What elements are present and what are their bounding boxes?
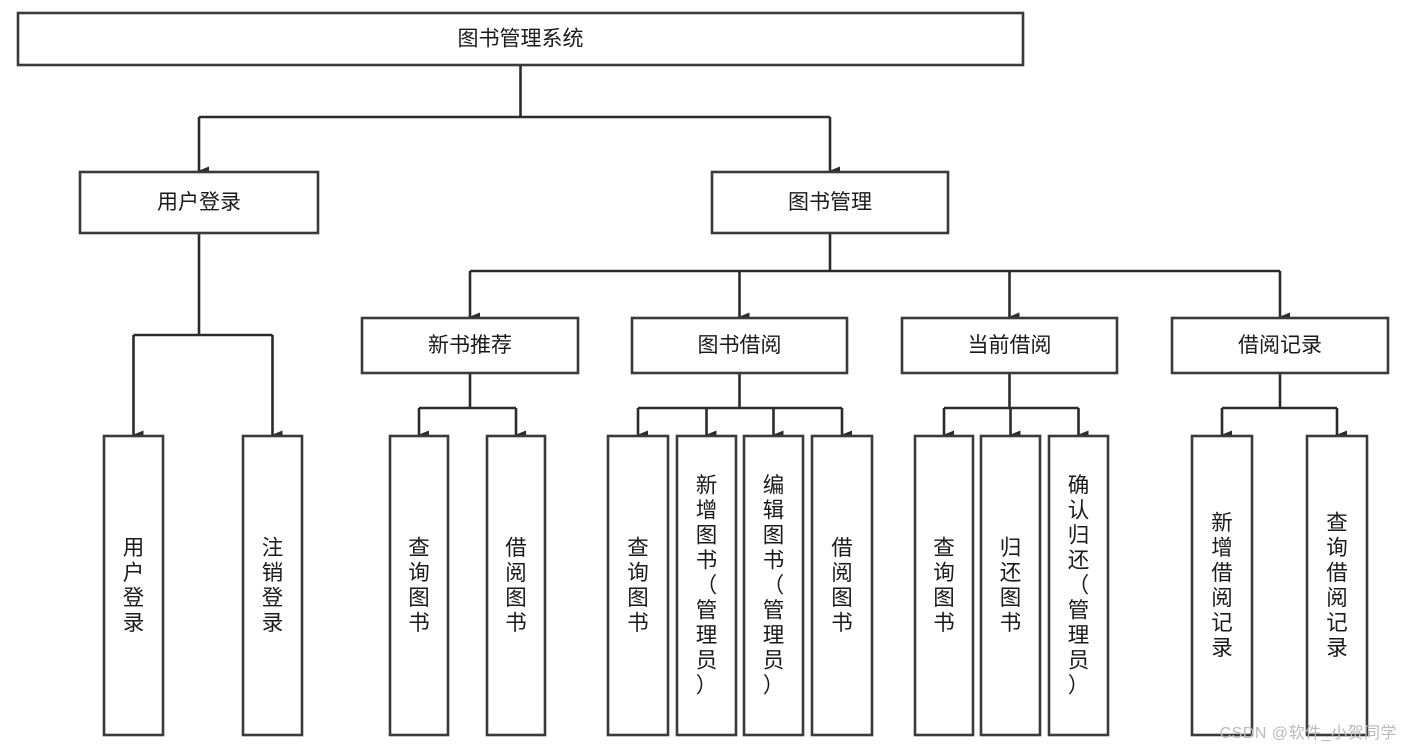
node-leaf-query-record[interactable]: 查询借阅记录: [1305, 434, 1369, 737]
node-leaf-edit-book[interactable]: 编辑图书（管理员）: [742, 434, 805, 737]
node-leaf-add-record[interactable]: 新增借阅记录: [1190, 434, 1254, 737]
node-label: 查询图书: [933, 536, 955, 635]
node-label: 确认归还（管理员）: [1068, 474, 1090, 698]
node-label: 注销登录: [262, 536, 284, 635]
node-box: [810, 434, 874, 737]
node-leaf-logout[interactable]: 注销登录: [241, 434, 304, 737]
node-box: [1170, 316, 1390, 375]
node-label: 图书管理系统: [458, 28, 584, 51]
node-leaf-query-book-3[interactable]: 查询图书: [913, 434, 975, 737]
node-box: [742, 434, 805, 737]
node-box: [710, 170, 950, 235]
node-label: 编辑图书（管理员）: [763, 474, 785, 698]
node-leaf-confirm-return[interactable]: 确认归还（管理员）: [1047, 434, 1110, 737]
node-current-borrow[interactable]: 当前借阅: [900, 316, 1119, 375]
node-label: 借阅图书: [831, 536, 853, 635]
node-label: 用户登录: [157, 191, 241, 214]
node-box: [1305, 434, 1369, 737]
node-label: 归还图书: [1000, 536, 1022, 635]
node-box: [102, 434, 165, 737]
node-box: [606, 434, 670, 737]
node-label: 查询借阅记录: [1326, 511, 1348, 660]
node-box: [485, 434, 547, 737]
node-label: 新增借阅记录: [1211, 511, 1233, 660]
node-label: 图书借阅: [698, 334, 782, 357]
node-root[interactable]: 图书管理系统: [16, 11, 1025, 67]
node-box: [979, 434, 1042, 737]
node-leaf-borrow-book-1[interactable]: 借阅图书: [485, 434, 547, 737]
node-leaf-add-book[interactable]: 新增图书（管理员）: [675, 434, 738, 737]
node-box: [1047, 434, 1110, 737]
node-box: [630, 316, 849, 375]
node-box: [675, 434, 738, 737]
node-book-manage[interactable]: 图书管理: [710, 170, 950, 235]
node-leaf-return-book[interactable]: 归还图书: [979, 434, 1042, 737]
node-label: 图书管理: [788, 191, 872, 214]
node-box: [360, 316, 580, 375]
node-label: 新增图书（管理员）: [696, 474, 718, 698]
node-label: 借阅记录: [1238, 334, 1322, 357]
node-box: [913, 434, 975, 737]
node-user-login[interactable]: 用户登录: [78, 170, 320, 235]
node-box: [16, 11, 1025, 67]
node-label: 新书推荐: [428, 334, 512, 357]
node-leaf-query-book-2[interactable]: 查询图书: [606, 434, 670, 737]
node-leaf-query-book-1[interactable]: 查询图书: [388, 434, 450, 737]
node-layer: 图书管理系统用户登录图书管理新书推荐图书借阅当前借阅借阅记录用户登录注销登录查询…: [16, 11, 1390, 737]
node-box: [900, 316, 1119, 375]
node-borrow-record[interactable]: 借阅记录: [1170, 316, 1390, 375]
node-label: 用户登录: [123, 536, 145, 635]
node-box: [78, 170, 320, 235]
node-book-borrow[interactable]: 图书借阅: [630, 316, 849, 375]
node-label: 查询图书: [627, 536, 649, 635]
node-leaf-borrow-book-2[interactable]: 借阅图书: [810, 434, 874, 737]
node-new-book-rec[interactable]: 新书推荐: [360, 316, 580, 375]
node-box: [1190, 434, 1254, 737]
node-box: [241, 434, 304, 737]
node-label: 查询图书: [408, 536, 430, 635]
node-box: [388, 434, 450, 737]
node-label: 借阅图书: [505, 536, 527, 635]
node-leaf-user-login[interactable]: 用户登录: [102, 434, 165, 737]
node-label: 当前借阅: [968, 334, 1052, 357]
edge-layer: [132, 65, 1347, 440]
